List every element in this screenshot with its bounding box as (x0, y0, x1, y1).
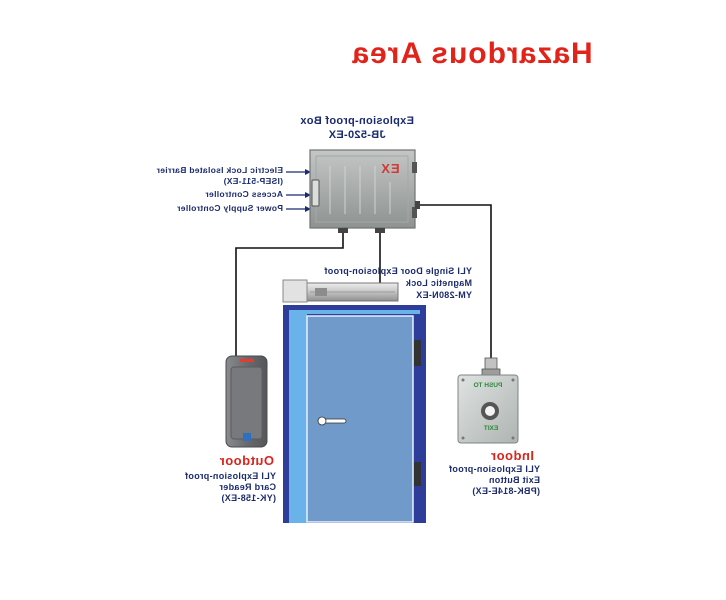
outdoor-heading: Outdoor (219, 453, 274, 468)
input-label-access-controller: Access Controller (205, 189, 283, 199)
exit-button-bottom-text: EXIT (483, 425, 499, 432)
magnetic-lock (282, 279, 399, 303)
junction-box-name: Explosion-proof Box (300, 115, 414, 127)
box-gland-lock (375, 228, 385, 233)
input-label-barrier: Electric Lock Isolated Barrier (156, 165, 283, 175)
door-hinge-top (414, 340, 421, 366)
reader-indicator (240, 359, 254, 362)
arrow-access-controller (286, 192, 311, 198)
box-handle (311, 179, 320, 207)
door-hinge-bottom (414, 462, 421, 486)
brand-logo-icon (243, 433, 251, 441)
box-hinge-top (412, 162, 417, 173)
card-reader-label: YLI Explosion-proof Card Reader (YK-158-… (178, 471, 276, 504)
door-frame-top-strip (289, 310, 420, 314)
exit-push-button (481, 402, 499, 420)
ex-mark: EX (380, 161, 400, 176)
magnetic-lock-label: YLI Single Door Explosion-proof Magnetic… (298, 265, 472, 301)
box-hinge-bottom (412, 207, 417, 218)
junction-box-model: JB-520-EX (328, 129, 386, 141)
card-reader (225, 355, 268, 448)
wire-box-to-exit-button (415, 204, 492, 358)
door-frame-left-strip (289, 312, 307, 523)
page-title: Hazardous Area (351, 37, 593, 70)
card-reader-line-2: Card Reader (219, 482, 276, 492)
exit-button-label: YLI Explosion-proof Exit Button (PBK-814… (430, 464, 540, 497)
input-label-power-supply: Power Supply Controller (176, 203, 283, 213)
exit-button-connector (481, 357, 501, 377)
magnetic-lock-line-3: YM-280N-EX (415, 290, 472, 300)
exit-button-top-text: PUSH TO (473, 382, 503, 389)
wire-box-to-card-reader (235, 228, 344, 357)
exit-button-line-2: Exit Button (488, 475, 540, 485)
box-gland-exit (415, 201, 420, 209)
exit-button-line-1: YLI Explosion-proof (448, 464, 540, 474)
arrow-lock-barrier (286, 169, 311, 175)
card-reader-line-3: (YK-158-EX) (221, 493, 276, 503)
input-label-barrier-model: (ISEP-511-EX) (223, 176, 283, 186)
card-reader-line-1: YLI Explosion-proof (184, 471, 276, 481)
magnetic-lock-line-1: YLI Single Door Explosion-proof (324, 266, 472, 276)
arrow-power-supply (286, 206, 311, 212)
exit-button-line-3: (PBK-814E-EX) (472, 486, 540, 496)
box-gland-reader (338, 228, 348, 233)
junction-box-label: Explosion-proof Box JB-520-EX (282, 114, 432, 142)
door-handle (317, 416, 347, 426)
magnetic-lock-line-2: Magnetic Lock (405, 278, 472, 288)
indoor-heading: Indoor (490, 448, 534, 463)
